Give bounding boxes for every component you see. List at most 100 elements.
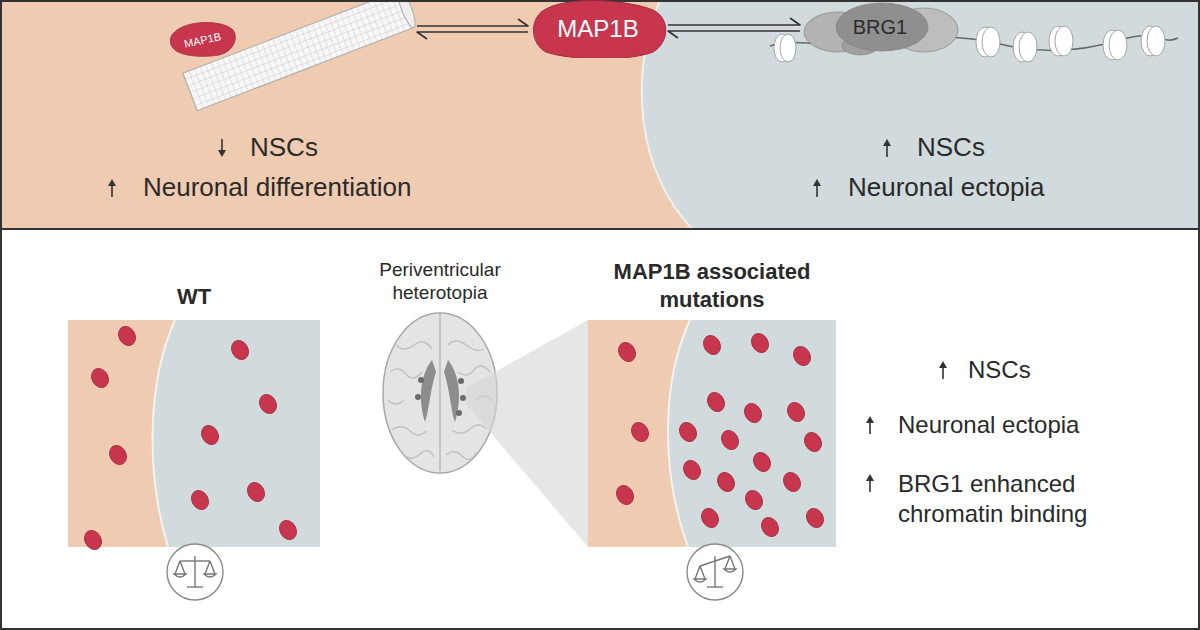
arrow-shaft	[886, 145, 888, 157]
harpoon-line	[668, 31, 800, 38]
cortex-area	[588, 320, 836, 547]
balance-beam	[180, 560, 210, 561]
map1b-dot	[228, 337, 252, 362]
nucleosome-disc	[780, 34, 796, 62]
map1b-dot	[748, 330, 772, 355]
map1b-dot	[780, 469, 804, 494]
arrow-shaft	[869, 480, 871, 492]
icon-circle	[167, 544, 223, 600]
gyrus-line	[452, 425, 486, 433]
protein-blob: MAP1B	[528, 0, 668, 58]
arrow-head	[218, 150, 226, 157]
zoom-wedge	[466, 320, 588, 547]
gyrus-line	[404, 451, 434, 459]
cortex-area	[68, 320, 320, 547]
map1b-dot	[676, 419, 700, 444]
harpoon-line	[417, 19, 528, 26]
effect-item: Neuronal ectopia	[898, 411, 1079, 439]
gyrus-line	[448, 341, 484, 350]
arrow-head	[883, 139, 891, 146]
map1b-dot	[680, 457, 704, 482]
gyrus-line	[396, 342, 432, 349]
node-text: NSCs	[917, 132, 985, 162]
map1b-dot	[256, 391, 280, 416]
figure-label: Periventricular heterotopia	[360, 258, 520, 304]
map1b-dot	[704, 389, 728, 414]
nucleosome	[976, 27, 1000, 57]
arrow-head	[939, 361, 947, 368]
node-text: Neuronal ectopia	[848, 172, 1045, 202]
nucleosome-disc	[1109, 30, 1127, 60]
microtubule-end	[395, 0, 419, 29]
map1b-dots	[81, 323, 827, 552]
arrow-head	[866, 416, 874, 423]
node-text: WT	[68, 284, 320, 310]
map1b-dot	[115, 323, 139, 348]
up-arrow	[866, 474, 874, 492]
heterotopic-nodule	[460, 395, 466, 401]
balance-pan	[174, 561, 186, 577]
harpoon-line	[668, 18, 800, 25]
heterotopic-nodule	[418, 377, 424, 383]
harpoon-line	[417, 32, 528, 39]
balance-pan	[204, 561, 216, 577]
tissue-box: MAP1B associated mutations	[588, 320, 836, 547]
nucleus-region: NSCsNeuronal ectopiaBRG1	[655, 0, 1200, 228]
arrow-shaft	[942, 367, 944, 379]
wt-tissue	[68, 320, 320, 547]
map1b-dot	[698, 505, 722, 530]
map1b-dot	[758, 514, 782, 539]
up-arrow	[108, 179, 116, 197]
node-shape	[165, 0, 417, 112]
cytoplasm-area	[0, 0, 1200, 229]
mutant-tissue	[588, 320, 836, 547]
nucleosome	[774, 34, 796, 62]
map1b-dot	[88, 365, 112, 390]
arrow-shaft	[221, 139, 223, 151]
up-arrow	[939, 361, 947, 379]
map1b-dot	[741, 400, 765, 425]
heterotopic-nodule	[458, 378, 464, 384]
heterotopic-nodule	[415, 394, 421, 400]
gyrus-line	[458, 366, 490, 375]
node-text: Neuronal differentiation	[143, 172, 411, 202]
tissue-box: WT	[68, 320, 320, 547]
map1b-dot	[276, 517, 300, 542]
map1b-dot	[718, 427, 742, 452]
nucleosome	[1141, 26, 1165, 56]
nucleosome	[1013, 32, 1037, 62]
icon-circle	[687, 544, 743, 600]
balance-icon	[167, 544, 223, 600]
equilibrium-arrow	[417, 19, 528, 39]
map1b-dot	[188, 487, 212, 512]
arrow-shaft	[869, 422, 871, 434]
map1b-dot	[244, 479, 268, 504]
map1b-dot	[714, 469, 738, 494]
map1b-dot	[803, 505, 827, 530]
map1b-dot	[106, 442, 130, 467]
balance-icon	[687, 544, 743, 600]
arrow-head	[813, 179, 821, 186]
nucleosome	[1049, 26, 1073, 56]
nucleosome-disc	[982, 27, 1000, 57]
map1b-dot	[750, 449, 774, 474]
map1b-dot	[81, 527, 105, 552]
up-arrow	[883, 139, 891, 157]
down-arrow	[218, 139, 226, 157]
node-text: MAP1B	[528, 15, 668, 43]
gyrus-line	[388, 400, 404, 404]
nucleosome-disc	[1147, 26, 1165, 56]
balance-beam	[700, 556, 730, 566]
map1b-dot	[790, 343, 814, 368]
tissue-boundary	[153, 320, 175, 547]
protein-shape	[170, 23, 235, 57]
map1b-dot	[801, 429, 825, 454]
map1b-dot	[784, 399, 808, 424]
effect-item: NSCs	[968, 356, 1031, 384]
brain-midline	[439, 314, 440, 472]
nucleus-area	[642, 0, 1200, 229]
nucleosome	[1103, 30, 1127, 60]
equilibrium-arrow	[668, 18, 800, 38]
